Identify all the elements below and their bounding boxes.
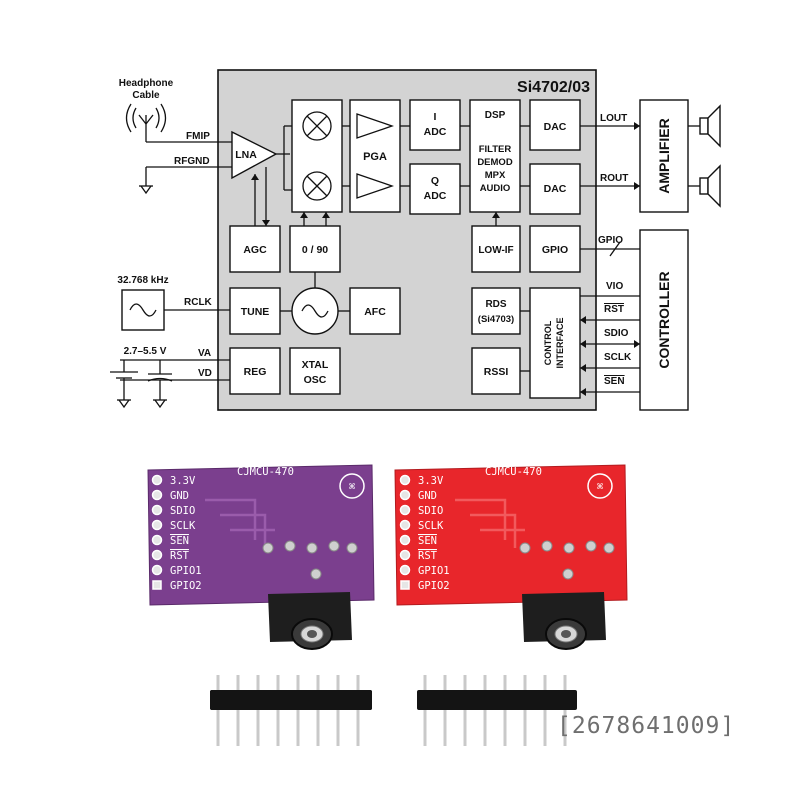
pin-fmip: FMIP (186, 131, 210, 142)
board-purple-pin-4: SCLK (170, 520, 196, 532)
pin-vd: VD (198, 368, 212, 379)
crystal-frequency: 32.768 kHz (117, 275, 168, 286)
block-xtal-2: OSC (304, 374, 327, 386)
antenna-label-1: Headphone (119, 78, 174, 89)
board-purple-pin-2: GND (170, 490, 189, 502)
block-rds-1: RDS (485, 299, 506, 310)
board-red-pin-6: RST (418, 550, 438, 562)
block-dsp-1: DSP (485, 110, 506, 121)
signal-sen: SEN (604, 376, 625, 387)
board-red-silk: CJMCU-470 (485, 466, 542, 478)
block-amplifier: AMPLIFIER (656, 118, 672, 193)
pin-rfgnd: RFGND (174, 156, 210, 167)
block-dsp-2: FILTER (479, 144, 512, 155)
board-red-logo-text: ⌘ (597, 481, 603, 493)
signal-rout: ROUT (600, 173, 628, 184)
block-dsp-5: AUDIO (480, 183, 511, 194)
block-low-if: LOW-IF (478, 245, 513, 256)
block-dsp-4: MPX (485, 170, 506, 181)
block-gpio: GPIO (542, 244, 568, 256)
watermark: [2678641009] (557, 713, 736, 739)
speaker-icon-left (699, 104, 721, 148)
board-purple-pin-5: SEN (170, 535, 189, 547)
antenna-label-2: Cable (132, 90, 160, 101)
board-purple: ⌘ CJMCU-470 3.3V GND SDIO SCLK SEN RST G… (147, 464, 375, 650)
block-phase: 0 / 90 (302, 244, 328, 256)
block-lna: LNA (235, 149, 257, 161)
signal-sclk: SCLK (604, 352, 632, 363)
board-red-pin-5: SEN (418, 535, 437, 547)
board-purple-pin-8: GPIO2 (170, 580, 202, 592)
block-rds-2: (Si4703) (478, 314, 514, 325)
board-red-pin-2: GND (418, 490, 437, 502)
block-i-adc-1: I (434, 111, 437, 123)
board-purple-pin-7: GPIO1 (170, 565, 202, 577)
signal-sdio: SDIO (604, 328, 629, 339)
board-purple-silk: CJMCU-470 (237, 466, 294, 478)
chip-title: Si4702/03 (517, 79, 590, 96)
board-purple-pin-1: 3.3V (170, 475, 196, 487)
board-red-pin-4: SCLK (418, 520, 444, 532)
board-purple-logo-text: ⌘ (349, 481, 355, 493)
block-dac-l: DAC (544, 121, 567, 133)
pin-rclk: RCLK (184, 297, 213, 308)
signal-gpio: GPIO (598, 235, 623, 246)
block-tune: TUNE (241, 306, 270, 318)
board-red-pin-8: GPIO2 (418, 580, 450, 592)
block-ctrl-if-2: INTERFACE (555, 317, 565, 368)
block-rssi: RSSI (484, 366, 509, 378)
capacitor-icon (147, 360, 173, 409)
board-purple-pin-6: RST (170, 550, 190, 562)
battery-icon (110, 360, 138, 409)
block-controller: CONTROLLER (656, 271, 672, 368)
board-red-pin-3: SDIO (418, 505, 443, 517)
supply-range: 2.7–5.5 V (124, 346, 167, 357)
board-red: ⌘ CJMCU-470 3.3V GND SDIO SCLK SEN RST G… (394, 464, 628, 650)
pin-va: VA (198, 348, 211, 359)
pin-header-left (210, 675, 372, 746)
block-q-adc-1: Q (431, 175, 439, 187)
block-reg: REG (244, 366, 267, 378)
block-xtal-1: XTAL (302, 359, 329, 371)
ground-symbol-rf (139, 185, 153, 195)
signal-vio: VIO (606, 281, 623, 292)
block-diagram: Si4702/03 Headphone Cable FMIP RFGND LNA (110, 69, 721, 411)
block-dac-r: DAC (544, 183, 567, 195)
block-dsp-3: DEMOD (477, 157, 513, 168)
block-pga: PGA (363, 151, 387, 163)
block-afc: AFC (364, 306, 386, 318)
pin-header-right (417, 675, 577, 746)
block-q-adc-2: ADC (424, 190, 447, 202)
board-red-pin-7: GPIO1 (418, 565, 450, 577)
signal-lout: LOUT (600, 113, 627, 124)
board-red-pin-1: 3.3V (418, 475, 444, 487)
speaker-icon-right (699, 164, 721, 208)
block-agc: AGC (243, 244, 267, 256)
board-purple-pads (151, 474, 163, 590)
antenna-icon (125, 103, 167, 138)
block-ctrl-if-1: CONTROL (543, 320, 553, 365)
block-i-adc-2: ADC (424, 126, 447, 138)
board-purple-pin-3: SDIO (170, 505, 195, 517)
board-red-pads (399, 474, 411, 590)
signal-rst: RST (604, 304, 624, 315)
